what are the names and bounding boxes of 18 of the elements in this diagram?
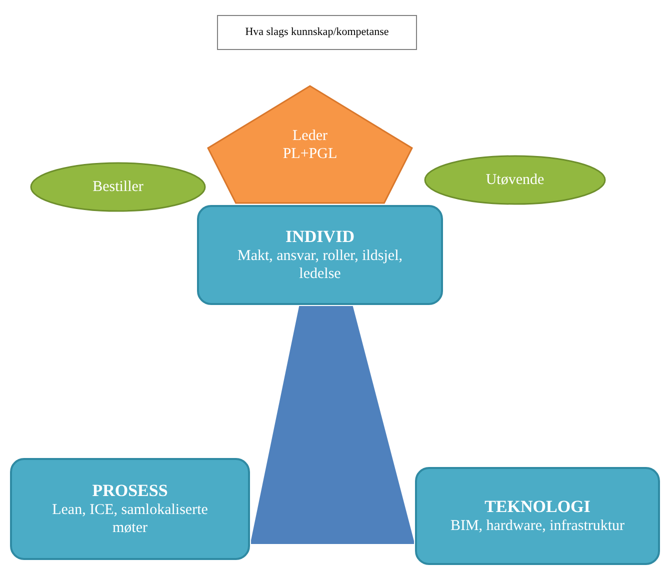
- category-box: [197, 205, 443, 305]
- node-label: Hva slags kunnskap/kompetanse: [245, 26, 389, 40]
- triangle-shape: [251, 306, 414, 544]
- role-ellipse: [424, 155, 606, 205]
- node-label: Leder PL+PGL: [282, 126, 338, 162]
- category-heading: TEKNOLOGI: [484, 496, 590, 518]
- category-text: Lean, ICE, samlokaliserte møter: [51, 501, 209, 538]
- heading-box: [217, 15, 417, 50]
- category-box: [10, 458, 250, 560]
- node-label: Bestiller: [92, 178, 144, 196]
- role-ellipse: [30, 162, 206, 212]
- category-box: [415, 467, 660, 565]
- node-label: Utøvende: [486, 171, 544, 189]
- category-heading: PROSESS: [92, 480, 168, 502]
- category-text: Makt, ansvar, roller, ildsjel, ledelse: [236, 247, 404, 284]
- leader-pentagon: [207, 85, 413, 204]
- category-text: BIM, hardware, infrastruktur: [450, 517, 625, 536]
- category-heading: INDIVID: [286, 226, 354, 248]
